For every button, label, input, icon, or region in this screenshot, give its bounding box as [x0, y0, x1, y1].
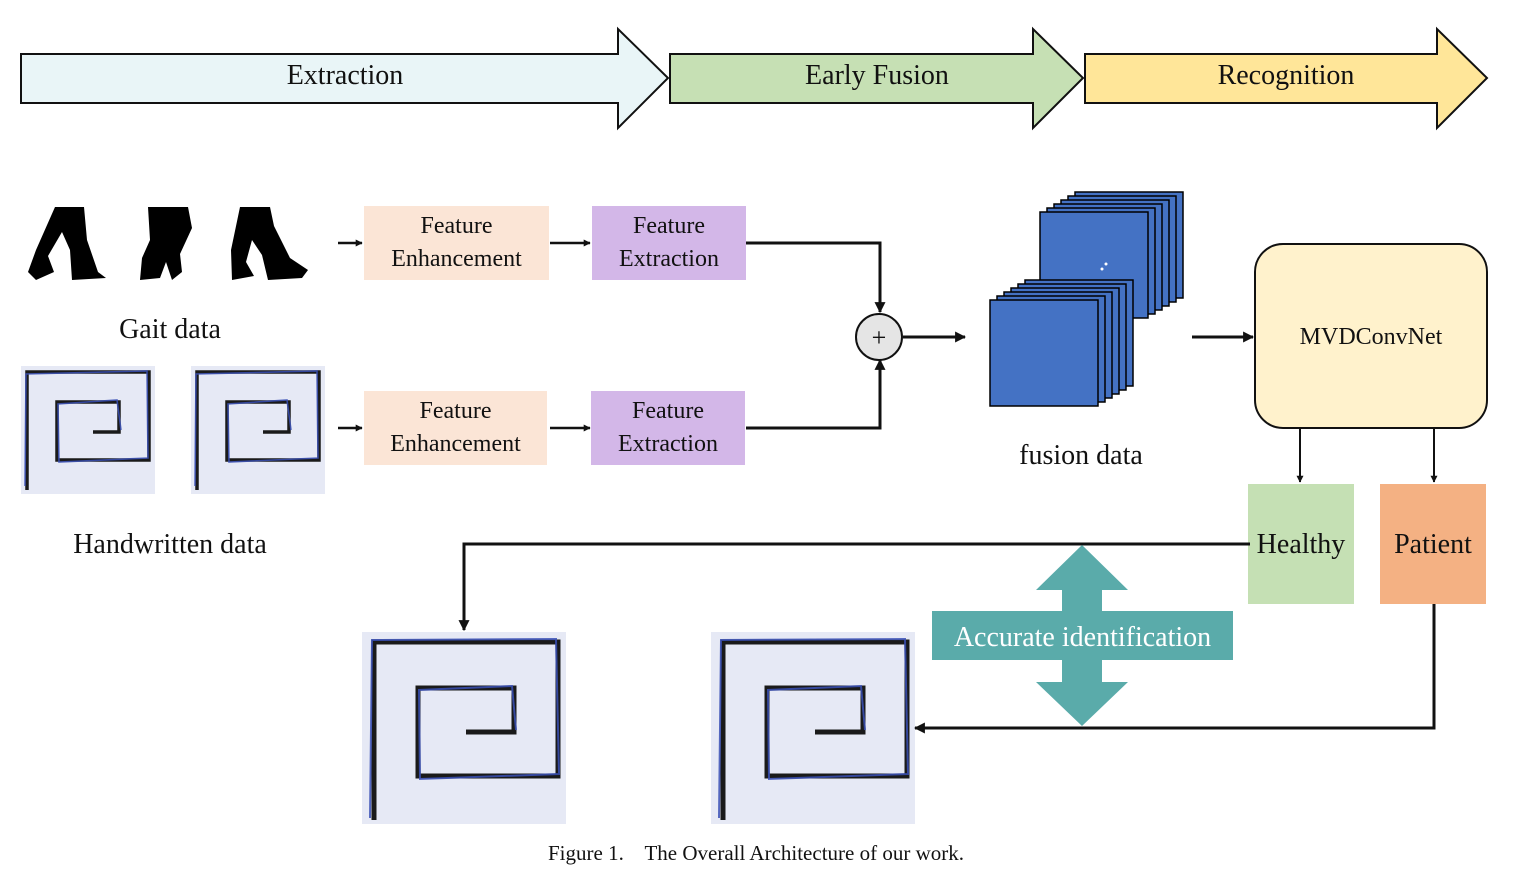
recognition-stage-arrow [1084, 26, 1489, 131]
healthy-label: Healthy [1256, 529, 1346, 560]
gait-feature-enhancement-box: Feature Enhancement [364, 206, 549, 280]
gait-to-fusion-arrow [746, 241, 886, 314]
gait-data-label: Gait data [119, 314, 221, 345]
recognition-stage-label: Recognition [1217, 60, 1355, 91]
handwritten-data-label: Handwritten data [73, 529, 267, 560]
gait-feature-extraction-box: Feature Extraction [592, 206, 746, 280]
hand-feature-enhancement-box: Feature Enhancement [364, 391, 547, 465]
walking-silhouette-icon [140, 207, 192, 280]
extraction-stage-label: Extraction [286, 60, 404, 91]
spiral-drawing-icon [711, 632, 915, 824]
healthy-to-sample-arrow [458, 542, 1250, 632]
early-fusion-stage-arrow [669, 26, 1085, 131]
patient-box [1380, 484, 1486, 604]
accurate-identification-box [932, 611, 1233, 660]
patient-label: Patient [1394, 529, 1472, 560]
spiral-drawing-icon [19, 364, 157, 496]
fusion-data-label: fusion data [1019, 440, 1143, 471]
model-name: MVDConvNet [1299, 324, 1443, 350]
walking-silhouette-icon [28, 207, 106, 280]
healthy-box [1248, 484, 1354, 604]
early-fusion-stage-label: Early Fusion [805, 60, 949, 91]
fusion-operator: + [872, 323, 887, 352]
hand-feature-extraction-box: Feature Extraction [591, 391, 745, 465]
walking-silhouette-icon [231, 207, 308, 280]
figure-caption: Figure 1. The Overall Architecture of ou… [548, 841, 964, 865]
hand-to-fusion-arrow [746, 358, 886, 430]
accurate-identification-label: Accurate identification [953, 622, 1212, 653]
spiral-drawing-icon [362, 632, 566, 824]
spiral-drawing-icon [189, 364, 327, 496]
extraction-stage-arrow [20, 26, 670, 131]
patient-to-sample-arrow [913, 604, 1436, 734]
mvdconvnet-box [1254, 243, 1488, 429]
feature-cube-stack-icon [989, 279, 1134, 407]
plus-circle-icon: + [855, 313, 903, 361]
